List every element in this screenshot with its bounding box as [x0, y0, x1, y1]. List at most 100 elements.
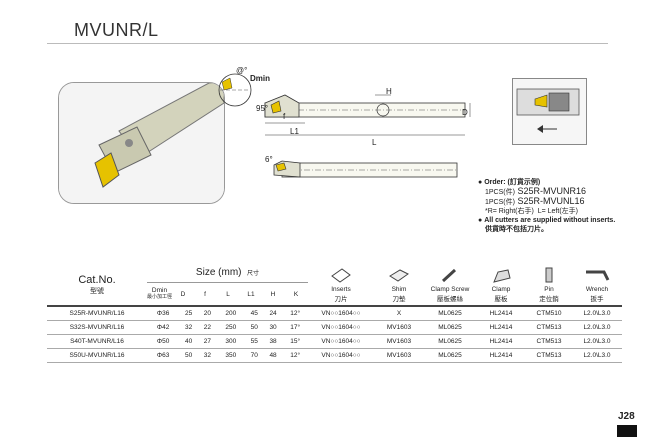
catno-header: Cat.No. 型號 — [47, 264, 147, 306]
cell-pin: CTM513 — [526, 334, 572, 349]
catno-label: Cat.No. — [78, 273, 116, 286]
cell-l1: 55 — [244, 334, 264, 349]
pin-icon — [545, 267, 553, 283]
cell-f: 32 — [197, 348, 217, 363]
acc-wrench-label: Wrench — [585, 286, 609, 293]
col-f: f — [204, 290, 206, 298]
cell-shim: MV1603 — [374, 320, 424, 335]
acc-screw-cn: 壓板螺絲 — [437, 296, 463, 303]
cell-k: 17° — [282, 320, 308, 335]
insert-icon — [331, 268, 351, 283]
title-rule — [47, 43, 608, 44]
page-number: J28 — [618, 411, 635, 422]
order-qty1: 1PCS(件) — [485, 189, 515, 196]
cell-d: 50 — [179, 348, 198, 363]
cell-d: 40 — [179, 334, 198, 349]
cell-catno: S50U-MVUNR/L16 — [47, 348, 147, 363]
dmin-drawing — [218, 73, 252, 107]
clamp-screw-icon — [441, 268, 457, 283]
col-h: H — [270, 290, 276, 298]
label-l1: L1 — [290, 127, 299, 136]
label-6deg: 6° — [265, 155, 273, 164]
col-dmin-cn: 最小加工徑 — [147, 294, 173, 300]
cell-l1: 70 — [244, 348, 264, 363]
cell-l: 350 — [216, 348, 245, 363]
cell-pin: CTM513 — [526, 348, 572, 363]
wrench-icon — [586, 270, 610, 281]
acc-pin: Pin 定位銷 — [526, 264, 572, 306]
cell-wrench: L2.0\L3.0 — [572, 320, 622, 335]
order-qty2: 1PCS(件) — [485, 199, 515, 206]
acc-pin-label: Pin — [544, 286, 554, 293]
cell-h: 24 — [263, 306, 283, 321]
cell-screw: ML0625 — [424, 334, 476, 349]
col-d: D — [180, 290, 186, 298]
label-d: D — [462, 108, 468, 117]
cell-shim: MV1603 — [374, 334, 424, 349]
size-label-cn: 尺寸 — [247, 271, 260, 277]
cell-h: 48 — [263, 348, 283, 363]
cell-h: 30 — [263, 320, 283, 335]
cell-clamp: HL2414 — [476, 348, 526, 363]
order-info: ● Order: (訂貨示例) 1PCS(件) S25R-MVUNR16 1PC… — [478, 179, 616, 233]
table-row: S32S-MVUNR/L16 Φ42 32 22 250 50 30 17° V… — [47, 320, 622, 335]
cell-inserts: VN○○1604○○ — [308, 334, 374, 349]
order-right-note: *R= Right(右手) — [485, 208, 534, 215]
cell-screw: ML0625 — [424, 348, 476, 363]
order-line6: 供貨時不包括刀片。 — [485, 226, 548, 233]
top-view-drawing — [264, 94, 471, 136]
catno-label-cn: 型號 — [90, 287, 104, 295]
cell-clamp: HL2414 — [476, 306, 526, 321]
cell-clamp: HL2414 — [476, 334, 526, 349]
label-95: 95° — [256, 104, 269, 113]
table-row: S40T-MVUNR/L16 Φ50 40 27 300 55 38 15° V… — [47, 334, 622, 349]
cell-dmin: Φ50 — [147, 334, 180, 349]
cell-f: 20 — [197, 306, 217, 321]
clamp-icon — [493, 269, 511, 283]
cell-shim: X — [374, 306, 424, 321]
side-view-drawing — [273, 160, 458, 178]
cell-inserts: VN○○1604○○ — [308, 306, 374, 321]
shim-icon — [389, 269, 409, 282]
acc-pin-cn: 定位銷 — [539, 296, 559, 303]
table-row: S50U-MVUNR/L16 Φ63 50 32 350 70 48 12° V… — [47, 348, 622, 363]
cell-l1: 50 — [244, 320, 264, 335]
cell-dmin: Φ36 — [147, 306, 180, 321]
cell-dmin: Φ42 — [147, 320, 180, 335]
col-l: L — [226, 290, 230, 298]
table-row: S25R-MVUNR/L16 Φ36 25 20 200 45 24 12° V… — [47, 306, 622, 321]
page-title: MVUNR/L — [74, 20, 159, 40]
label-dmin: Dmin — [250, 74, 270, 83]
cell-f: 27 — [197, 334, 217, 349]
order-line5: All cutters are supplied without inserts… — [484, 217, 616, 224]
cell-dmin: Φ63 — [147, 348, 180, 363]
col-l1: L1 — [247, 290, 255, 298]
cell-catno: S25R-MVUNR/L16 — [47, 306, 147, 321]
cell-l1: 45 — [244, 306, 264, 321]
cell-k: 15° — [282, 334, 308, 349]
cell-wrench: L2.0\L3.0 — [572, 306, 622, 321]
cell-wrench: L2.0\L3.0 — [572, 334, 622, 349]
cell-k: 12° — [282, 348, 308, 363]
acc-wrench-cn: 扳手 — [590, 296, 604, 303]
acc-inserts-cn: 刀片 — [334, 296, 348, 303]
col-k: K — [293, 290, 299, 298]
acc-screw-label: Clamp Screw — [430, 286, 470, 293]
cell-k: 12° — [282, 306, 308, 321]
order-code-right: S25R-MVUNR16 — [517, 186, 586, 196]
acc-wrench: Wrench 扳手 — [572, 264, 622, 306]
cell-l: 250 — [216, 320, 245, 335]
cell-d: 32 — [179, 320, 198, 335]
cell-l: 200 — [216, 306, 245, 321]
acc-shim-cn: 刀墊 — [392, 296, 406, 303]
cell-pin: CTM513 — [526, 320, 572, 335]
order-code-left: S25R-MVUNL16 — [517, 196, 585, 206]
cell-inserts: VN○○1604○○ — [308, 348, 374, 363]
cell-catno: S40T-MVUNR/L16 — [47, 334, 147, 349]
label-h: H — [386, 87, 392, 96]
